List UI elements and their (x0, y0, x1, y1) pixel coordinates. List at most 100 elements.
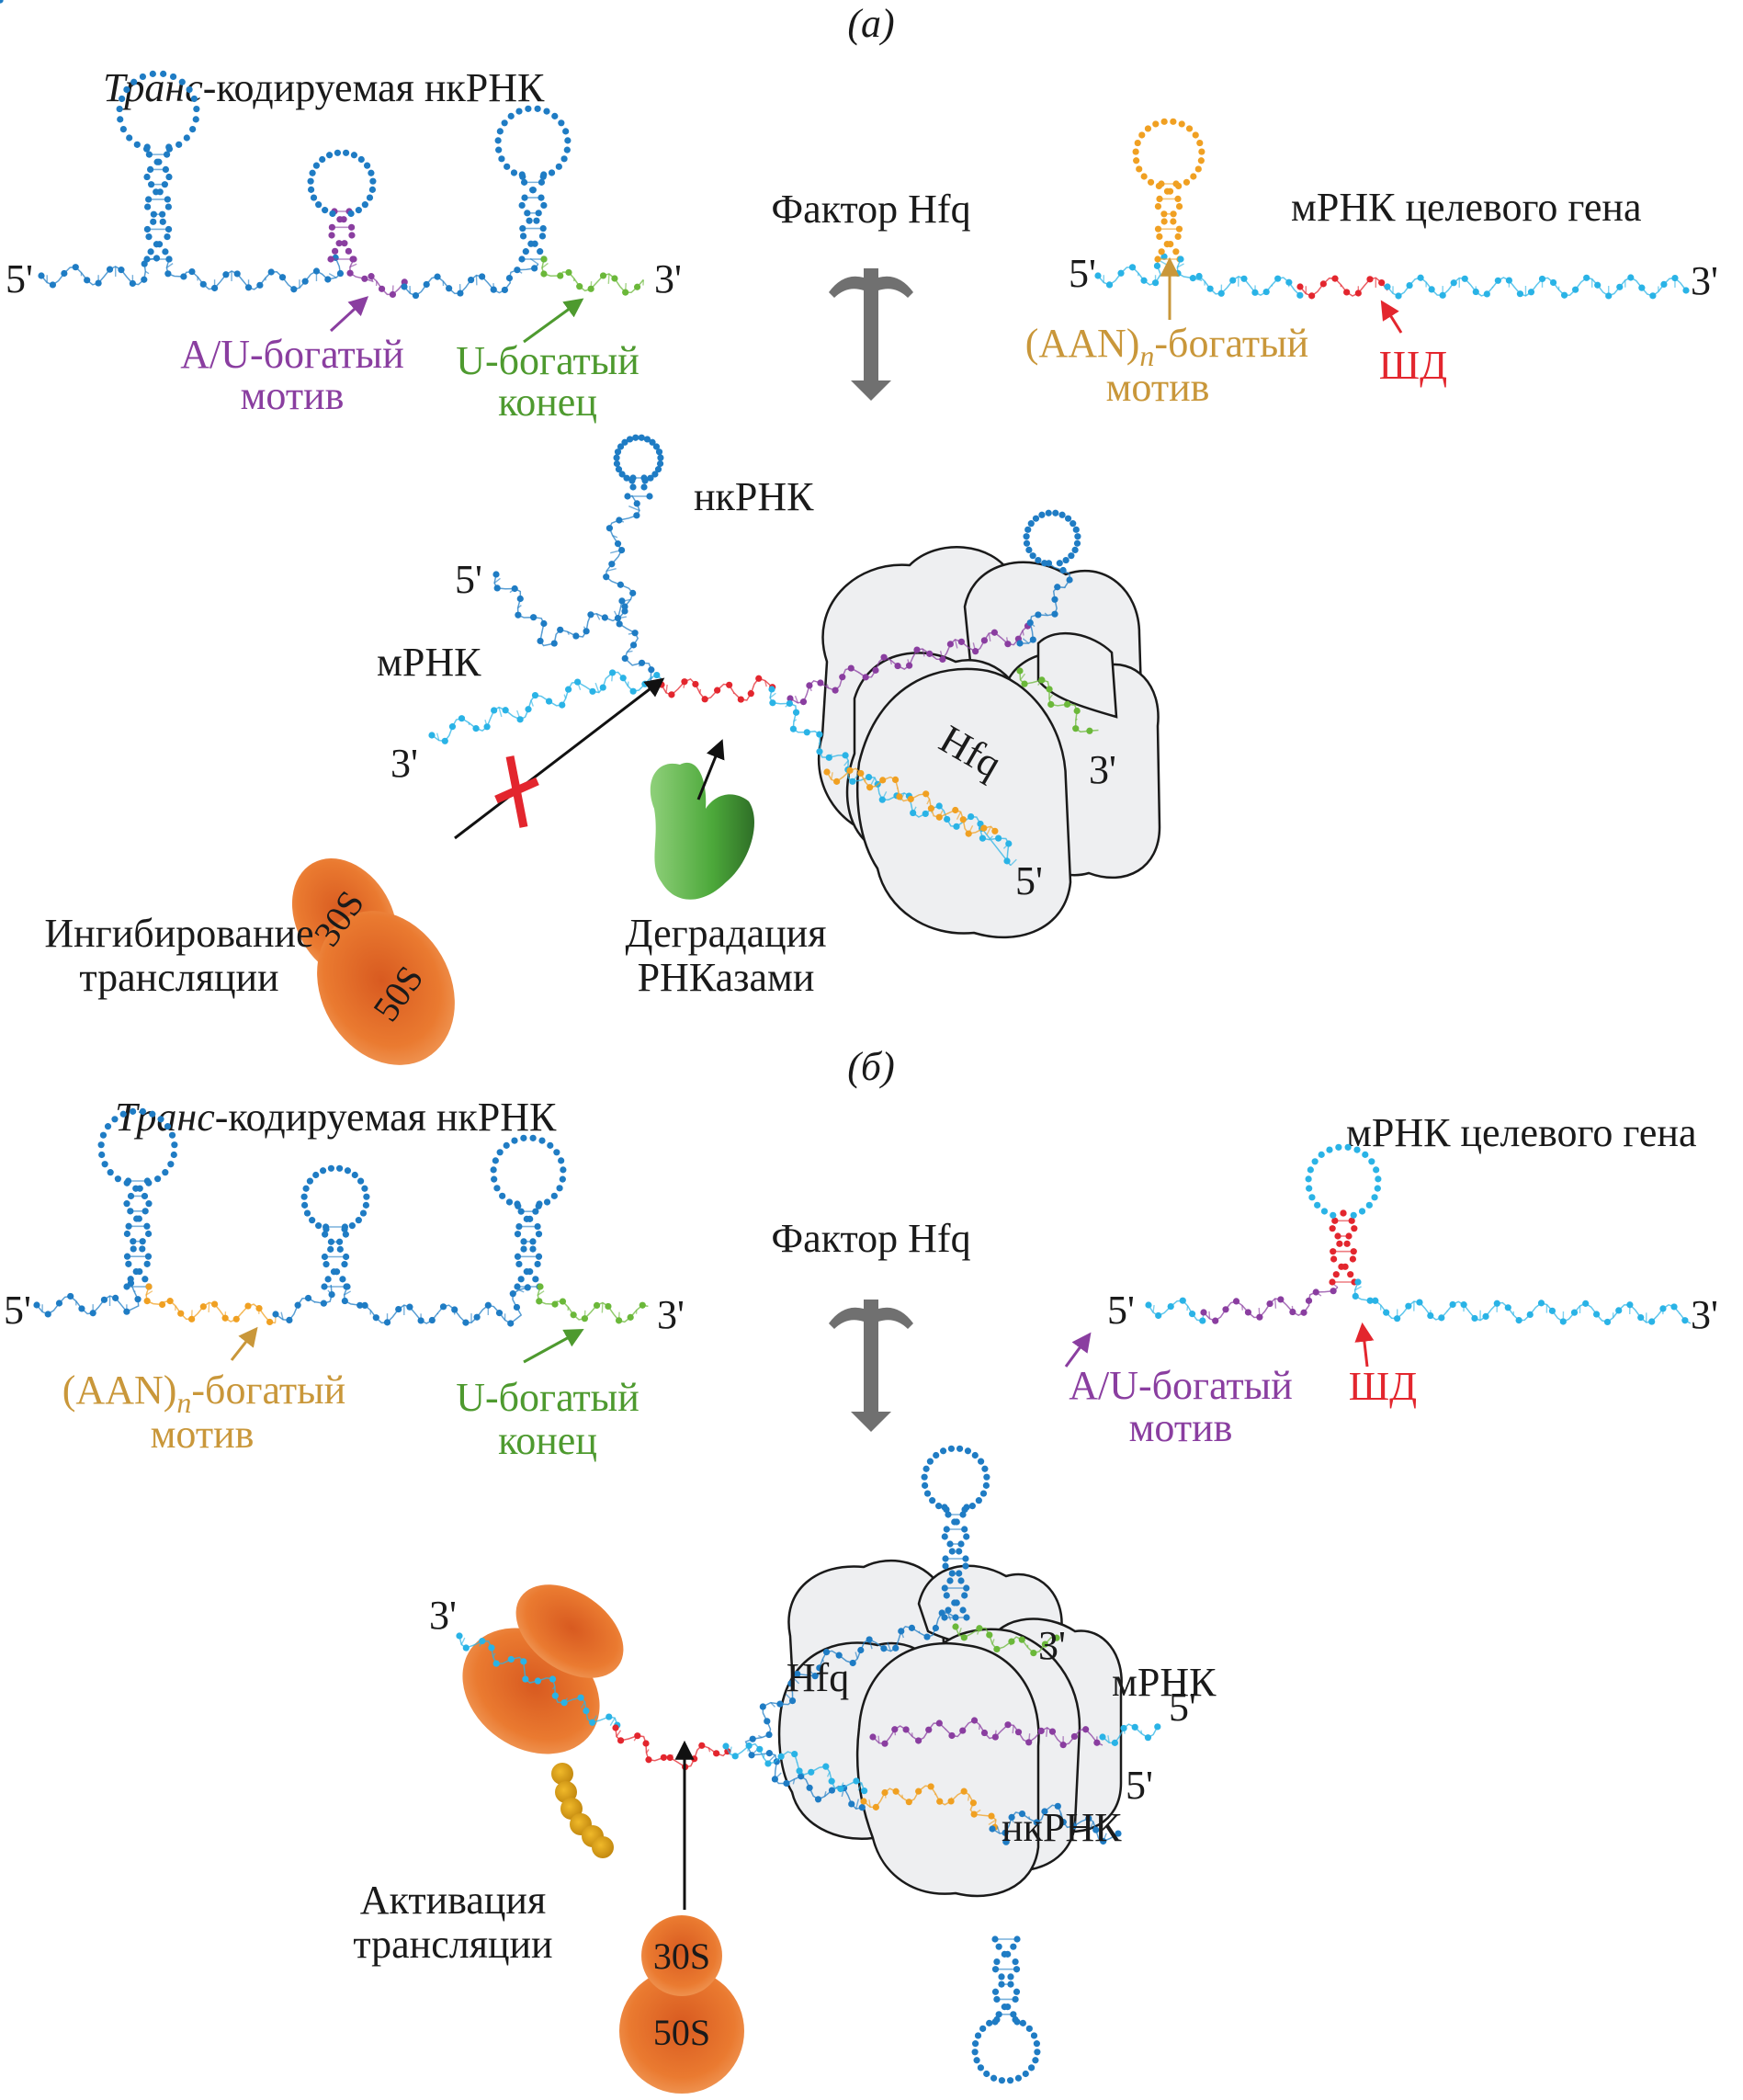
nucleotide (97, 1141, 105, 1149)
nucleotide (104, 1123, 112, 1130)
nucleotide (154, 1175, 162, 1183)
nucleotide (111, 1116, 119, 1123)
rnase-icon (650, 762, 754, 900)
panel-a-mrna-3prime: 3' (1691, 258, 1718, 303)
nucleotide (336, 1245, 344, 1253)
backbone (1148, 1300, 1203, 1322)
nucleotide (323, 1225, 330, 1233)
nucleotide (519, 173, 526, 180)
base-tick (852, 775, 859, 782)
nucleotide (922, 1465, 930, 1472)
panel-a-complex-3prime-right: 3' (1089, 747, 1116, 792)
nucleotide (553, 1149, 560, 1156)
nucleotide (1010, 1943, 1017, 1950)
nucleotide (1185, 125, 1194, 132)
panel-a-sd-label: ШД (1379, 343, 1447, 388)
panel-b-au-rich-label-1: A/U-богатый (1069, 1363, 1293, 1408)
nucleotide (1340, 1209, 1347, 1217)
panel-a-u-rich-label-1: U-богатый (456, 338, 639, 383)
nucleotide (990, 2074, 998, 2082)
nucleotide (1160, 218, 1168, 225)
nucleotide (496, 128, 504, 135)
nucleotide (315, 1222, 323, 1230)
nucleotide (1134, 139, 1141, 147)
nucleotide (632, 434, 639, 441)
panel-b-complex-strands (0, 0, 1161, 2084)
nucleotide (1147, 178, 1155, 186)
nucleotide (123, 85, 130, 94)
base-tick (887, 1641, 892, 1652)
nucleotide (618, 471, 626, 478)
nucleotide (490, 1166, 497, 1174)
nucleotide (537, 248, 544, 255)
nucleotide (168, 1131, 176, 1139)
nucleotide (341, 1261, 348, 1268)
nucleotide (649, 438, 656, 446)
nucleotide (341, 1225, 348, 1233)
panel-a: (а) Транс-кодируемая нкРНК 5' 3' A/U-бог… (0, 0, 1718, 1065)
nucleotide (522, 248, 529, 255)
nucleotide (1320, 1208, 1329, 1215)
nucleotide (130, 78, 138, 85)
nucleotide (1154, 203, 1162, 210)
base-tick (938, 810, 944, 818)
nucleotide (1035, 556, 1042, 564)
panel-b-au-rich-arrow (1064, 1332, 1092, 1368)
nucleotide (929, 1497, 936, 1504)
aan-suffix: -богатый (191, 1368, 345, 1413)
nucleotide (539, 224, 547, 233)
nucleotide (135, 1215, 142, 1222)
panel-a-outcome-1-line1: Ингибирование (44, 911, 313, 956)
panel-b-u-rich-label-1: U-богатый (456, 1375, 639, 1420)
nucleotide (149, 1110, 156, 1118)
nucleotide (939, 1447, 947, 1455)
nucleotide (941, 1533, 948, 1540)
nucleotide (1190, 173, 1197, 180)
nucleotide (170, 1151, 177, 1159)
nucleotide (1138, 131, 1146, 139)
base-tick (613, 610, 619, 619)
nucleotide (533, 217, 540, 224)
nucleotide (123, 1230, 131, 1238)
panel-a-rnase-arrow (696, 739, 725, 800)
ribosome-30s-label: 30S (653, 1935, 710, 1977)
nucleotide (1175, 182, 1183, 189)
base-tick (988, 1819, 997, 1826)
nucleotide (119, 126, 127, 133)
nucleotide (322, 1231, 329, 1238)
nucleotide (1335, 1143, 1342, 1151)
base-tick (1002, 843, 1010, 849)
backbone (1386, 277, 1687, 297)
nucleotide (654, 466, 662, 473)
nucleotide (525, 105, 532, 112)
panel-b-label: (б) (847, 1044, 894, 1089)
nucleotide (363, 1193, 370, 1200)
backbone (343, 1286, 528, 1324)
nucleotide (164, 203, 172, 210)
nucleotide (328, 232, 335, 239)
nucleotide (641, 477, 649, 484)
nucleotide (1332, 1271, 1340, 1278)
panel-b-sd-arrow (1354, 1322, 1375, 1368)
nucleotide (193, 105, 200, 113)
panel-a-mrna-5prime: 5' (1069, 251, 1096, 296)
nucleotide (559, 1175, 566, 1183)
nucleotide (640, 483, 648, 491)
nucleotide (167, 1161, 175, 1168)
nucleotide (615, 466, 623, 473)
panel-a-translation-arrow (454, 677, 665, 840)
nucleotide (519, 233, 527, 240)
nucleotide (355, 207, 362, 214)
base-tick (868, 1639, 873, 1650)
nucleotide (150, 218, 157, 225)
nucleotide (493, 1185, 501, 1192)
nucleotide (986, 2019, 993, 2026)
hfq-subunit (855, 667, 1072, 939)
panel-a-complex-5prime-bottom: 5' (1015, 858, 1043, 903)
nucleotide (638, 434, 645, 441)
nucleotide (189, 126, 197, 133)
base-tick (972, 642, 977, 652)
nucleotide (1052, 509, 1059, 516)
backbone (725, 1742, 866, 1791)
nucleotide (628, 477, 636, 484)
